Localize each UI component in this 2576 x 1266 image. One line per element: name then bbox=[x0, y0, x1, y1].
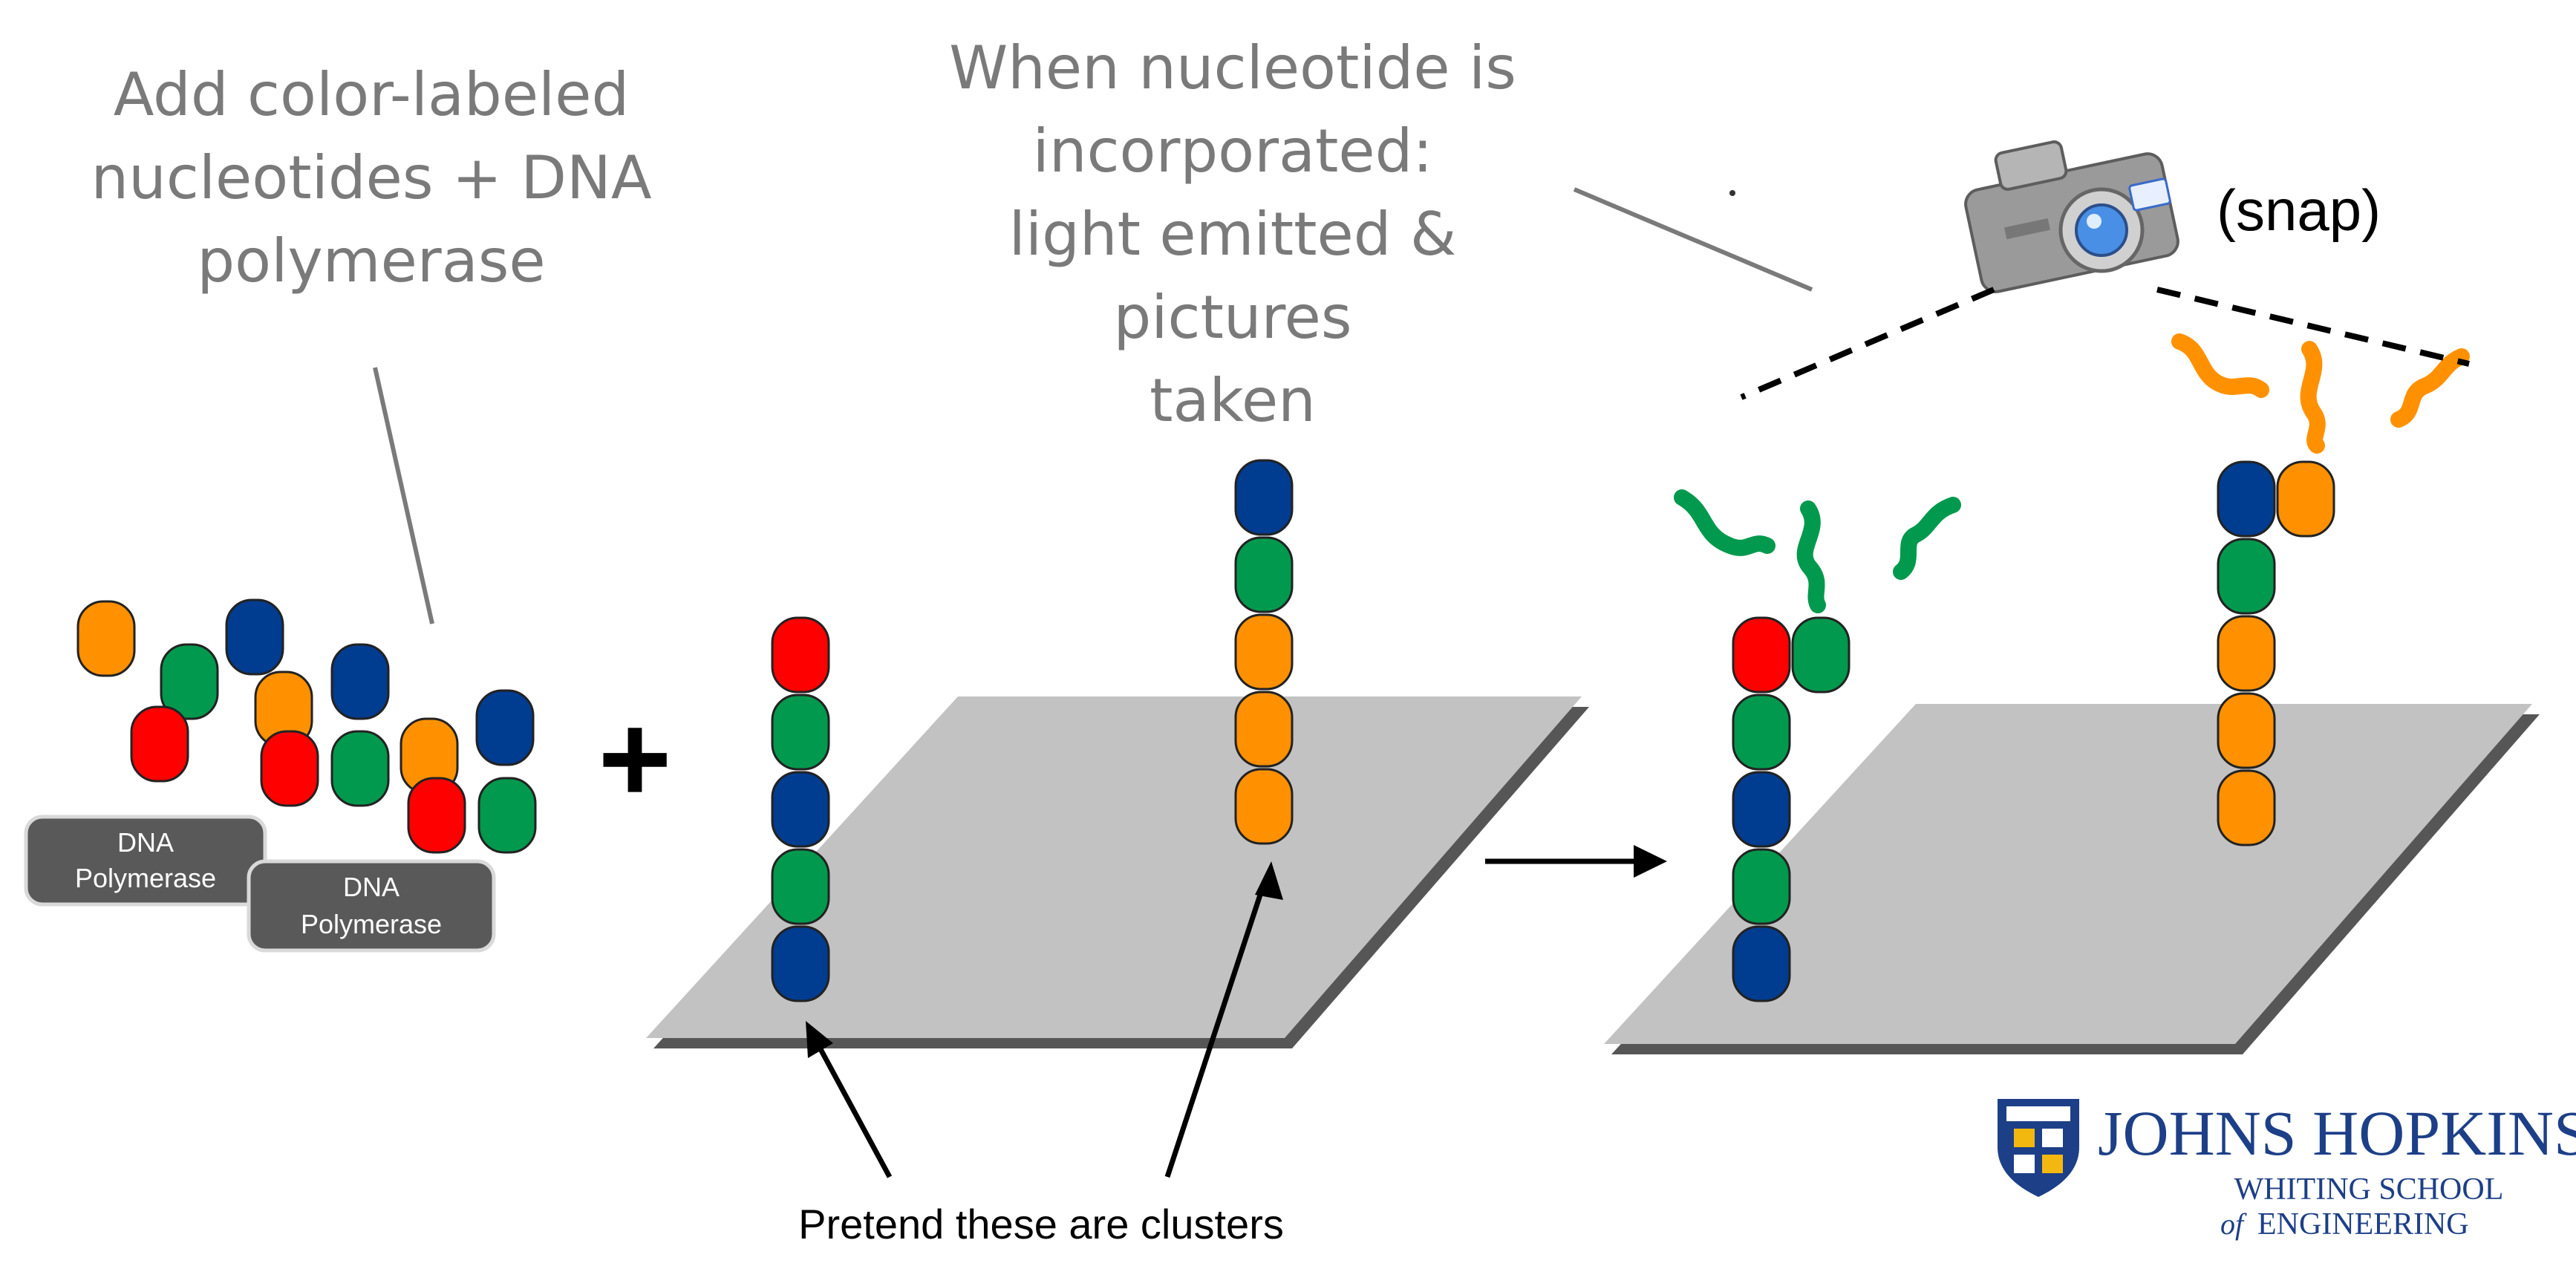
flow-cell-plate bbox=[1604, 704, 2540, 1054]
nucleotide-blue bbox=[1732, 771, 1791, 848]
nucleotide-orange bbox=[76, 600, 136, 677]
camera-icon bbox=[1964, 140, 2179, 293]
nucleotide-green bbox=[1234, 536, 1294, 613]
nucleotide-red bbox=[771, 616, 830, 694]
nucleotide-blue bbox=[771, 925, 830, 1002]
caption-line: Add color-labeled bbox=[113, 60, 630, 129]
polymerase-label: Polymerase bbox=[301, 909, 442, 939]
process-arrow bbox=[1485, 845, 1667, 878]
clusters-caption: Pretend these are clusters bbox=[798, 1201, 1284, 1247]
nucleotide-red bbox=[1732, 616, 1791, 694]
logo-subtitle: WHITING SCHOOL bbox=[2234, 1172, 2504, 1207]
nucleotide-green bbox=[330, 730, 390, 807]
caption-pointer-line bbox=[373, 367, 434, 624]
snap-label: (snap) bbox=[2217, 177, 2381, 243]
flow-cell-plate bbox=[646, 696, 1589, 1048]
polymerase-label: DNA bbox=[343, 872, 400, 902]
nucleotide-blue bbox=[1234, 459, 1294, 536]
free-nucleotides bbox=[76, 598, 537, 854]
caption-add-nucleotides: Add color-labeled nucleotides + DNA poly… bbox=[74, 53, 668, 303]
nucleotide-blue bbox=[771, 771, 830, 848]
logo-prefix: of bbox=[2220, 1207, 2247, 1241]
incorporated-nucleotide-orange bbox=[2276, 460, 2335, 538]
polymerase-label: Polymerase bbox=[75, 863, 216, 893]
green-light-emission bbox=[1674, 489, 1961, 613]
logo-title: JOHNS HOPKINS bbox=[2098, 1097, 2576, 1169]
caption-line: When nucleotide is bbox=[949, 33, 1516, 102]
nucleotide-green bbox=[160, 643, 219, 720]
nucleotide-green bbox=[477, 777, 537, 854]
nucleotide-green bbox=[771, 848, 830, 925]
dna-polymerase-box: DNA Polymerase bbox=[24, 815, 267, 907]
nucleotide-orange bbox=[2217, 769, 2276, 846]
caption-pointer-line bbox=[1573, 187, 1813, 292]
nucleotide-clusters bbox=[771, 459, 2335, 1002]
johns-hopkins-logo: JOHNS HOPKINS WHITING SCHOOL of ENGINEER… bbox=[1998, 1097, 2576, 1241]
incorporated-nucleotide-green bbox=[1791, 616, 1851, 694]
dna-polymerase-box: DNA Polymerase bbox=[247, 859, 496, 953]
camera-view-lines bbox=[1740, 287, 2470, 400]
nucleotide-orange bbox=[2217, 615, 2276, 692]
caption-line: taken bbox=[1150, 366, 1316, 435]
caption-incorporation: When nucleotide is incorporated: light e… bbox=[891, 27, 1574, 443]
plus-sign: + bbox=[598, 688, 671, 829]
logo-subtitle: ENGINEERING bbox=[2257, 1207, 2469, 1241]
nucleotide-orange bbox=[1234, 613, 1294, 691]
nucleotide-blue bbox=[475, 689, 535, 766]
nucleotide-orange bbox=[2217, 692, 2276, 769]
nucleotide-blue bbox=[2217, 460, 2276, 538]
nucleotide-red bbox=[130, 705, 189, 783]
orange-light-emission bbox=[2171, 333, 2470, 454]
nucleotide-orange bbox=[1234, 691, 1294, 768]
caption-line: incorporated: bbox=[1032, 117, 1433, 186]
caption-line: light emitted & pictures bbox=[1008, 200, 1457, 352]
dot bbox=[1729, 190, 1735, 196]
nucleotide-green bbox=[771, 694, 830, 771]
nucleotide-orange bbox=[1234, 768, 1294, 845]
nucleotide-blue bbox=[225, 598, 284, 676]
cluster-pointer-arrow bbox=[1164, 861, 1283, 1178]
caption-line: polymerase bbox=[197, 226, 546, 296]
nucleotide-red bbox=[407, 777, 466, 854]
nucleotide-green bbox=[1732, 694, 1791, 771]
nucleotide-blue bbox=[1732, 925, 1791, 1002]
nucleotide-green bbox=[1732, 848, 1791, 925]
nucleotide-green bbox=[2217, 538, 2276, 615]
cluster-pointer-arrow bbox=[806, 1021, 893, 1178]
nucleotide-red bbox=[260, 730, 319, 807]
caption-line: nucleotides + DNA bbox=[91, 143, 652, 212]
polymerase-label: DNA bbox=[117, 827, 174, 858]
nucleotide-blue bbox=[330, 643, 390, 720]
